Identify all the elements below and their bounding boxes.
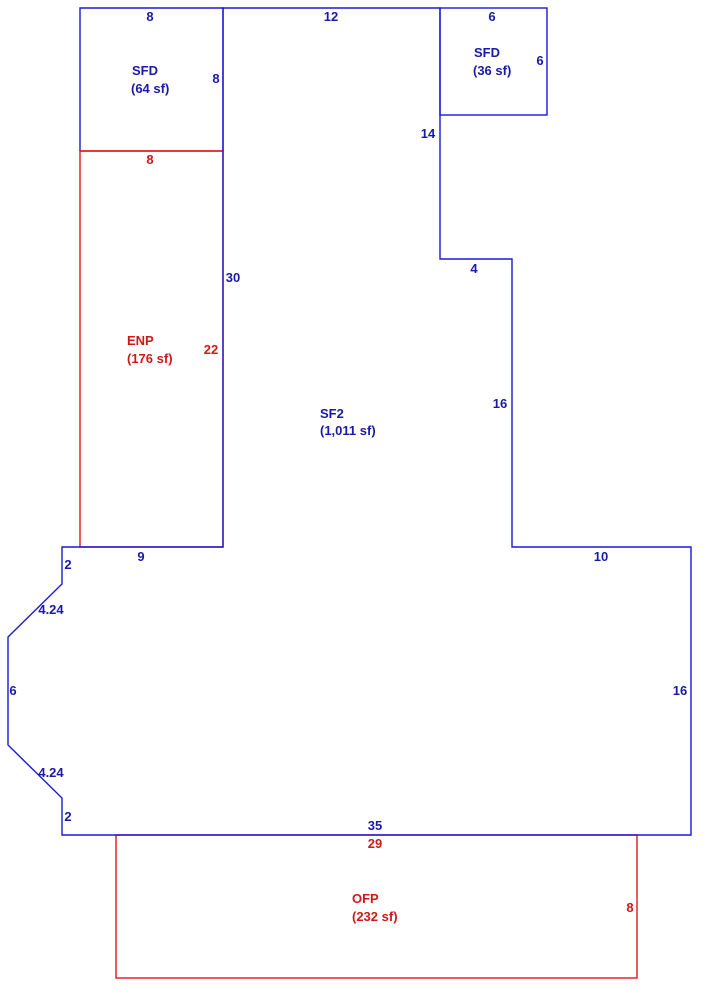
dim-bottom-9: 9 [137,549,144,564]
enp-area: (176 sf) [127,351,173,366]
ofp-outline [115,834,638,979]
sfd-right-area: (36 sf) [473,63,511,78]
dim-sfd-right-right: 6 [536,53,543,68]
enp-code: ENP [127,333,154,348]
sf2-area: (1,011 sf) [320,423,376,438]
dim-step-4: 4 [470,261,478,276]
ofp-area: (232 sf) [352,909,398,924]
dim-right-16: 16 [673,683,687,698]
dim-left-6: 6 [9,683,16,698]
ofp-code: OFP [352,891,379,906]
dim-bottom-35: 35 [368,818,382,833]
sf2-code: SF2 [320,406,344,421]
dim-diag-top: 4.24 [38,602,64,617]
dim-ofp-right: 8 [626,900,633,915]
dim-sfd-left-top: 8 [146,9,153,24]
dim-ofp-top: 29 [368,836,382,851]
sf2-outline [7,7,692,836]
dim-left-2-top: 2 [64,557,71,572]
dim-wall-16-upper: 16 [493,396,507,411]
enp-outline [79,150,224,548]
dim-diag-bottom: 4.24 [38,765,64,780]
sfd-left-area: (64 sf) [131,81,169,96]
dim-right-10: 10 [594,549,608,564]
dim-sfd-left-right: 8 [212,71,219,86]
dim-enp-top: 8 [146,152,153,167]
dim-sfd-right-top: 6 [488,9,495,24]
dim-wall-14: 14 [421,126,436,141]
sfd-right-outline [439,7,548,116]
dim-wall-30: 30 [226,270,240,285]
sfd-right-code: SFD [474,45,500,60]
sfd-left-outline [79,7,224,151]
sfd-left-code: SFD [132,63,158,78]
dim-top-middle: 12 [324,9,338,24]
dim-enp-right: 22 [204,342,218,357]
dim-left-2-bottom: 2 [64,809,71,824]
